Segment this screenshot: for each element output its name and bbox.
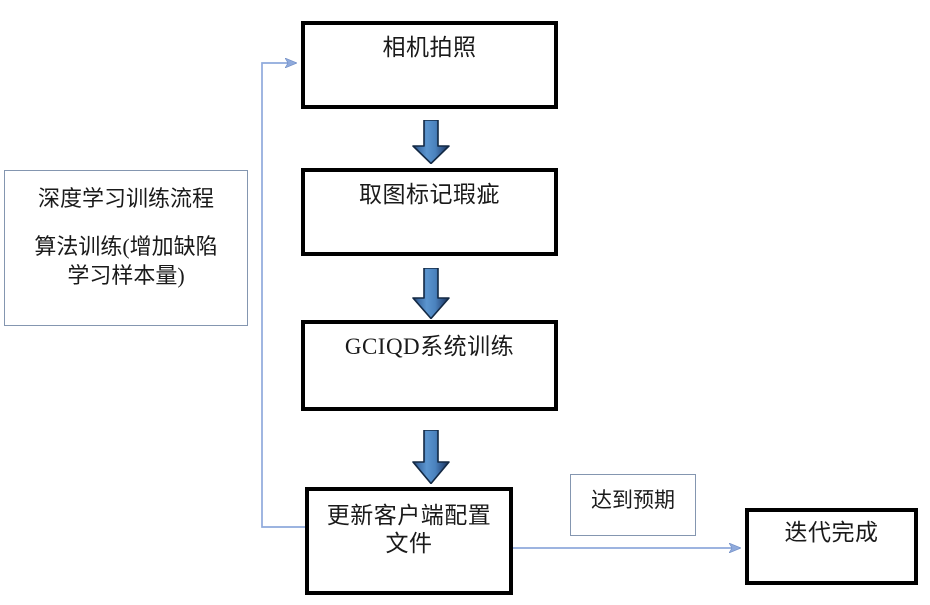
down-arrow-mark-to-train-icon: [412, 268, 450, 319]
node-gciqd-system-training-label: GCIQD系统训练: [344, 334, 515, 359]
edge-label-meets-expectation-text: 达到预期: [591, 488, 675, 512]
legend-box: 深度学习训练流程 算法训练(增加缺陷 学习样本量): [4, 170, 248, 326]
down-arrow-train-to-update-icon: [412, 430, 450, 484]
node-iteration-complete[interactable]: 迭代完成: [745, 508, 918, 585]
node-iteration-complete-label: 迭代完成: [784, 520, 879, 545]
node-gciqd-system-training[interactable]: GCIQD系统训练: [301, 320, 558, 411]
edge-label-meets-expectation: 达到预期: [570, 474, 696, 536]
legend-subtitle: 算法训练(增加缺陷 学习样本量): [34, 233, 218, 289]
node-mark-defects-label: 取图标记瑕疵: [359, 182, 500, 207]
node-update-client-config-label: 更新客户端配置 文件: [326, 503, 492, 557]
node-update-client-config[interactable]: 更新客户端配置 文件: [305, 487, 513, 595]
node-camera-capture-label: 相机拍照: [382, 35, 477, 60]
feedback-loop-arrow: [261, 63, 305, 528]
node-camera-capture[interactable]: 相机拍照: [301, 21, 558, 109]
down-arrow-camera-to-mark-icon: [412, 120, 450, 164]
node-mark-defects[interactable]: 取图标记瑕疵: [301, 168, 558, 256]
legend-title: 深度学习训练流程: [37, 186, 214, 211]
